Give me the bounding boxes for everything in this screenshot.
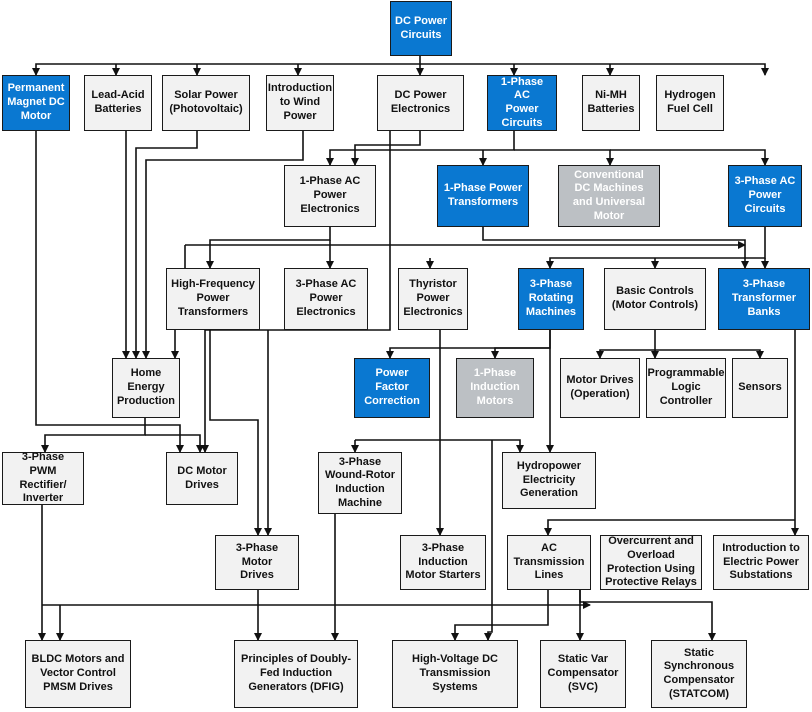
node-hydropower: Hydropower Electricity Generation (502, 452, 596, 509)
node-dc-power-circuits: DC Power Circuits (390, 1, 452, 56)
node-pfc: Power Factor Correction (354, 358, 430, 418)
node-conv-dc: Conventional DC Machines and Universal M… (558, 165, 660, 227)
node-substations: Introduction to Electric Power Substatio… (713, 535, 809, 590)
connector-solar-to-home (132, 131, 198, 359)
node-dc-pe: DC Power Electronics (377, 75, 464, 131)
connector-hf-to-motor-drives (209, 330, 262, 536)
node-pwm: 3-Phase PWM Rectifier/ Inverter (2, 451, 84, 505)
node-bldc: BLDC Motors and Vector Control PMSM Driv… (25, 640, 131, 708)
node-rotating: 3-Phase Rotating Machines (518, 268, 584, 330)
node-dc-drives: DC Motor Drives (166, 452, 238, 505)
connector-to-sensors (655, 349, 764, 359)
connector-wind-to-home (142, 131, 304, 359)
node-hf-transformers: High-Frequency Power Transformers (166, 268, 260, 330)
connector-transformers-bus (482, 227, 749, 269)
node-dfig: Principles of Doubly- Fed Induction Gene… (234, 640, 358, 708)
node-ac1-pe: 1-Phase AC Power Electronics (284, 165, 376, 227)
node-svc: Static Var Compensator (SVC) (540, 640, 626, 708)
connector-pm-down (35, 131, 184, 453)
connector-to-ac1-circuits (420, 63, 769, 76)
node-overcurrent: Overcurrent and Overload Protection Usin… (600, 535, 702, 590)
connector-to-hydro (355, 439, 524, 453)
connector-dcpe-to-ac1pe (351, 131, 421, 166)
connector-ac1-bus (326, 131, 515, 166)
node-transformer-banks: 3-Phase Transformer Banks (718, 268, 810, 330)
connector-to-induction1 (491, 347, 550, 359)
node-motor-drives-op: Motor Drives (Operation) (560, 358, 640, 418)
node-nimh: Ni-MH Batteries (582, 75, 640, 131)
node-ac3-pe: 3-Phase AC Power Electronics (284, 268, 368, 330)
node-lead-acid: Lead-Acid Batteries (84, 75, 152, 131)
node-pm-dc-motor: Permanent Magnet DC Motor (2, 75, 70, 131)
connector-ac1pe-bus (206, 227, 331, 269)
node-statcom: Static Synchronous Compensator (STATCOM) (651, 640, 747, 708)
node-ac-lines: AC Transmission Lines (507, 535, 591, 590)
connector-banks-to-lines (544, 519, 795, 536)
node-solar: Solar Power (Photovoltaic) (162, 75, 250, 131)
connector-to-statcom (579, 590, 716, 641)
node-ac1-transformers: 1-Phase Power Transformers (437, 165, 529, 227)
connector-dcpe-long (201, 131, 391, 453)
node-ac3-circuits: 3-Phase AC Power Circuits (728, 165, 802, 227)
node-plc: Programmable Logic Controller (646, 358, 726, 418)
node-induction1: 1-Phase Induction Motors (456, 358, 534, 418)
connector-to-ac3-circuits (610, 149, 769, 166)
connector-home-to-dc-drives (145, 434, 204, 453)
node-ac1-circuits: 1-Phase AC Power Circuits (487, 75, 557, 131)
node-thyristor: Thyristor Power Electronics (398, 268, 468, 330)
node-home-energy: Home Energy Production (112, 358, 180, 418)
node-basic-controls: Basic Controls (Motor Controls) (604, 268, 706, 330)
connector-root-bus (32, 56, 421, 76)
connector-to-rotating (546, 227, 766, 269)
node-hydrogen: Hydrogen Fuel Cell (656, 75, 724, 131)
connector-hvdc-from-bus (484, 440, 493, 641)
node-hvdc: High-Voltage DC Transmission Systems (392, 640, 518, 708)
connector-lines (32, 56, 799, 641)
node-sensors: Sensors (732, 358, 788, 418)
node-wind: Introduction to Wind Power (266, 75, 334, 131)
node-wound-rotor: 3-Phase Wound-Rotor Induction Machine (318, 452, 402, 514)
connector-basic-bus (596, 330, 656, 359)
node-motor-drives3: 3-Phase Motor Drives (215, 535, 299, 590)
connector-home-to-pwm (41, 418, 146, 453)
connector-lines-to-hvdc (451, 590, 549, 641)
node-starters: 3-Phase Induction Motor Starters (400, 535, 486, 590)
